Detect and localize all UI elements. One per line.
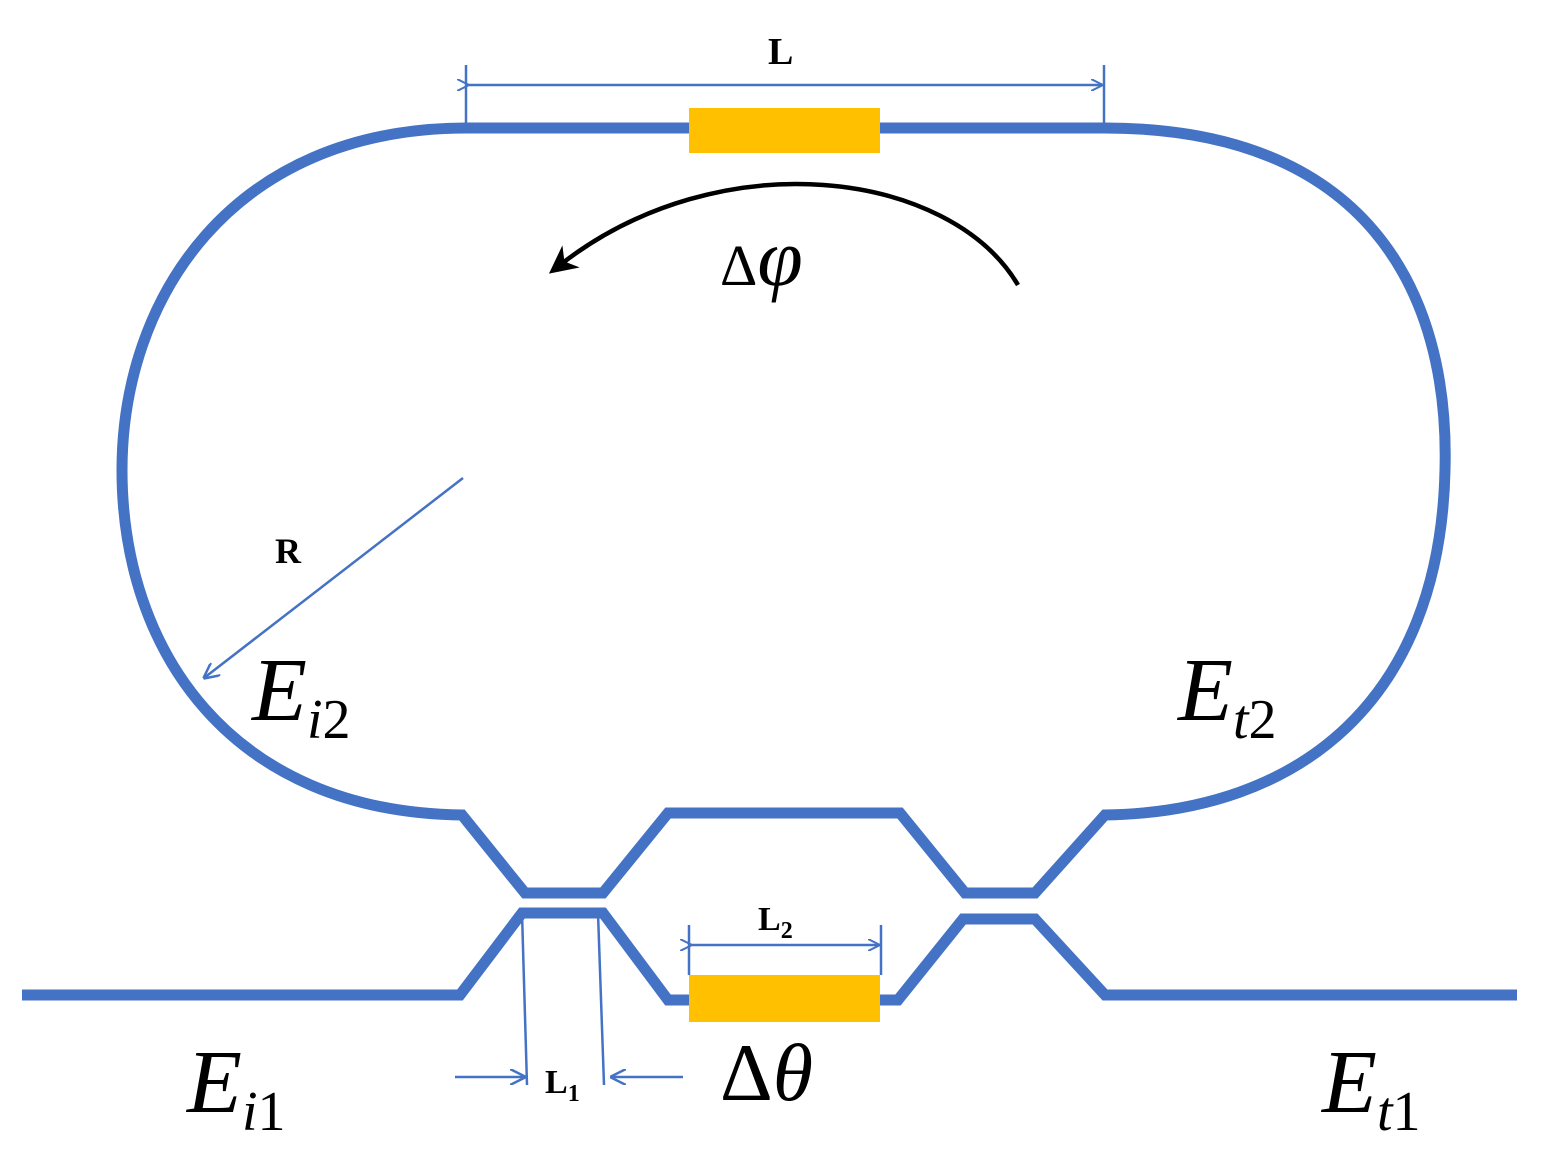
R-label: R [275,531,302,571]
Et2-sub-t: t [1233,689,1250,751]
R-radius-arrow [204,477,464,678]
top-heater [689,108,880,153]
Ei1-sub-n: 1 [258,1081,286,1143]
delta-theta-variable: θ [773,1027,813,1118]
Et1-label: Et1 [1320,1033,1421,1143]
Ei2-label: Ei2 [250,641,351,751]
Et1-main: E [1320,1033,1377,1132]
phase-direction-arrow [548,181,1020,287]
L1-label-sub: 1 [568,1081,580,1107]
Et2-main: E [1176,641,1233,740]
L1-tick-left [520,912,529,1086]
delta-theta-label: Δθ [720,1027,813,1118]
Et2-sub-n: 2 [1249,689,1277,751]
L2-label-sub: 2 [781,918,793,944]
Et1-sub-t: t [1377,1081,1394,1143]
delta-phi-variable: φ [757,212,802,303]
bottom-heater [689,975,880,1022]
Ei1-label: Ei1 [185,1033,286,1143]
Ei1-main: E [185,1033,242,1132]
L1-tick-right [596,912,606,1086]
L2-label-main: L [758,901,781,938]
delta-phi-symbol: Δ [720,233,757,298]
delta-phi-label: Δφ [720,212,803,303]
ring-waveguide [116,122,1451,899]
L1-label-main: L [545,1064,568,1101]
Ei2-main: E [250,641,307,740]
Ei1-sub-i: i [242,1081,258,1143]
L1-label: L1 [545,1064,580,1107]
Et1-sub-n: 1 [1393,1081,1421,1143]
L-label: L [768,31,793,73]
Ei2-sub-n: 2 [323,689,351,751]
delta-theta-symbol: Δ [720,1027,773,1118]
Et2-label: Et2 [1176,641,1277,751]
L2-label: L2 [758,901,793,944]
Ei2-sub-i: i [307,689,323,751]
